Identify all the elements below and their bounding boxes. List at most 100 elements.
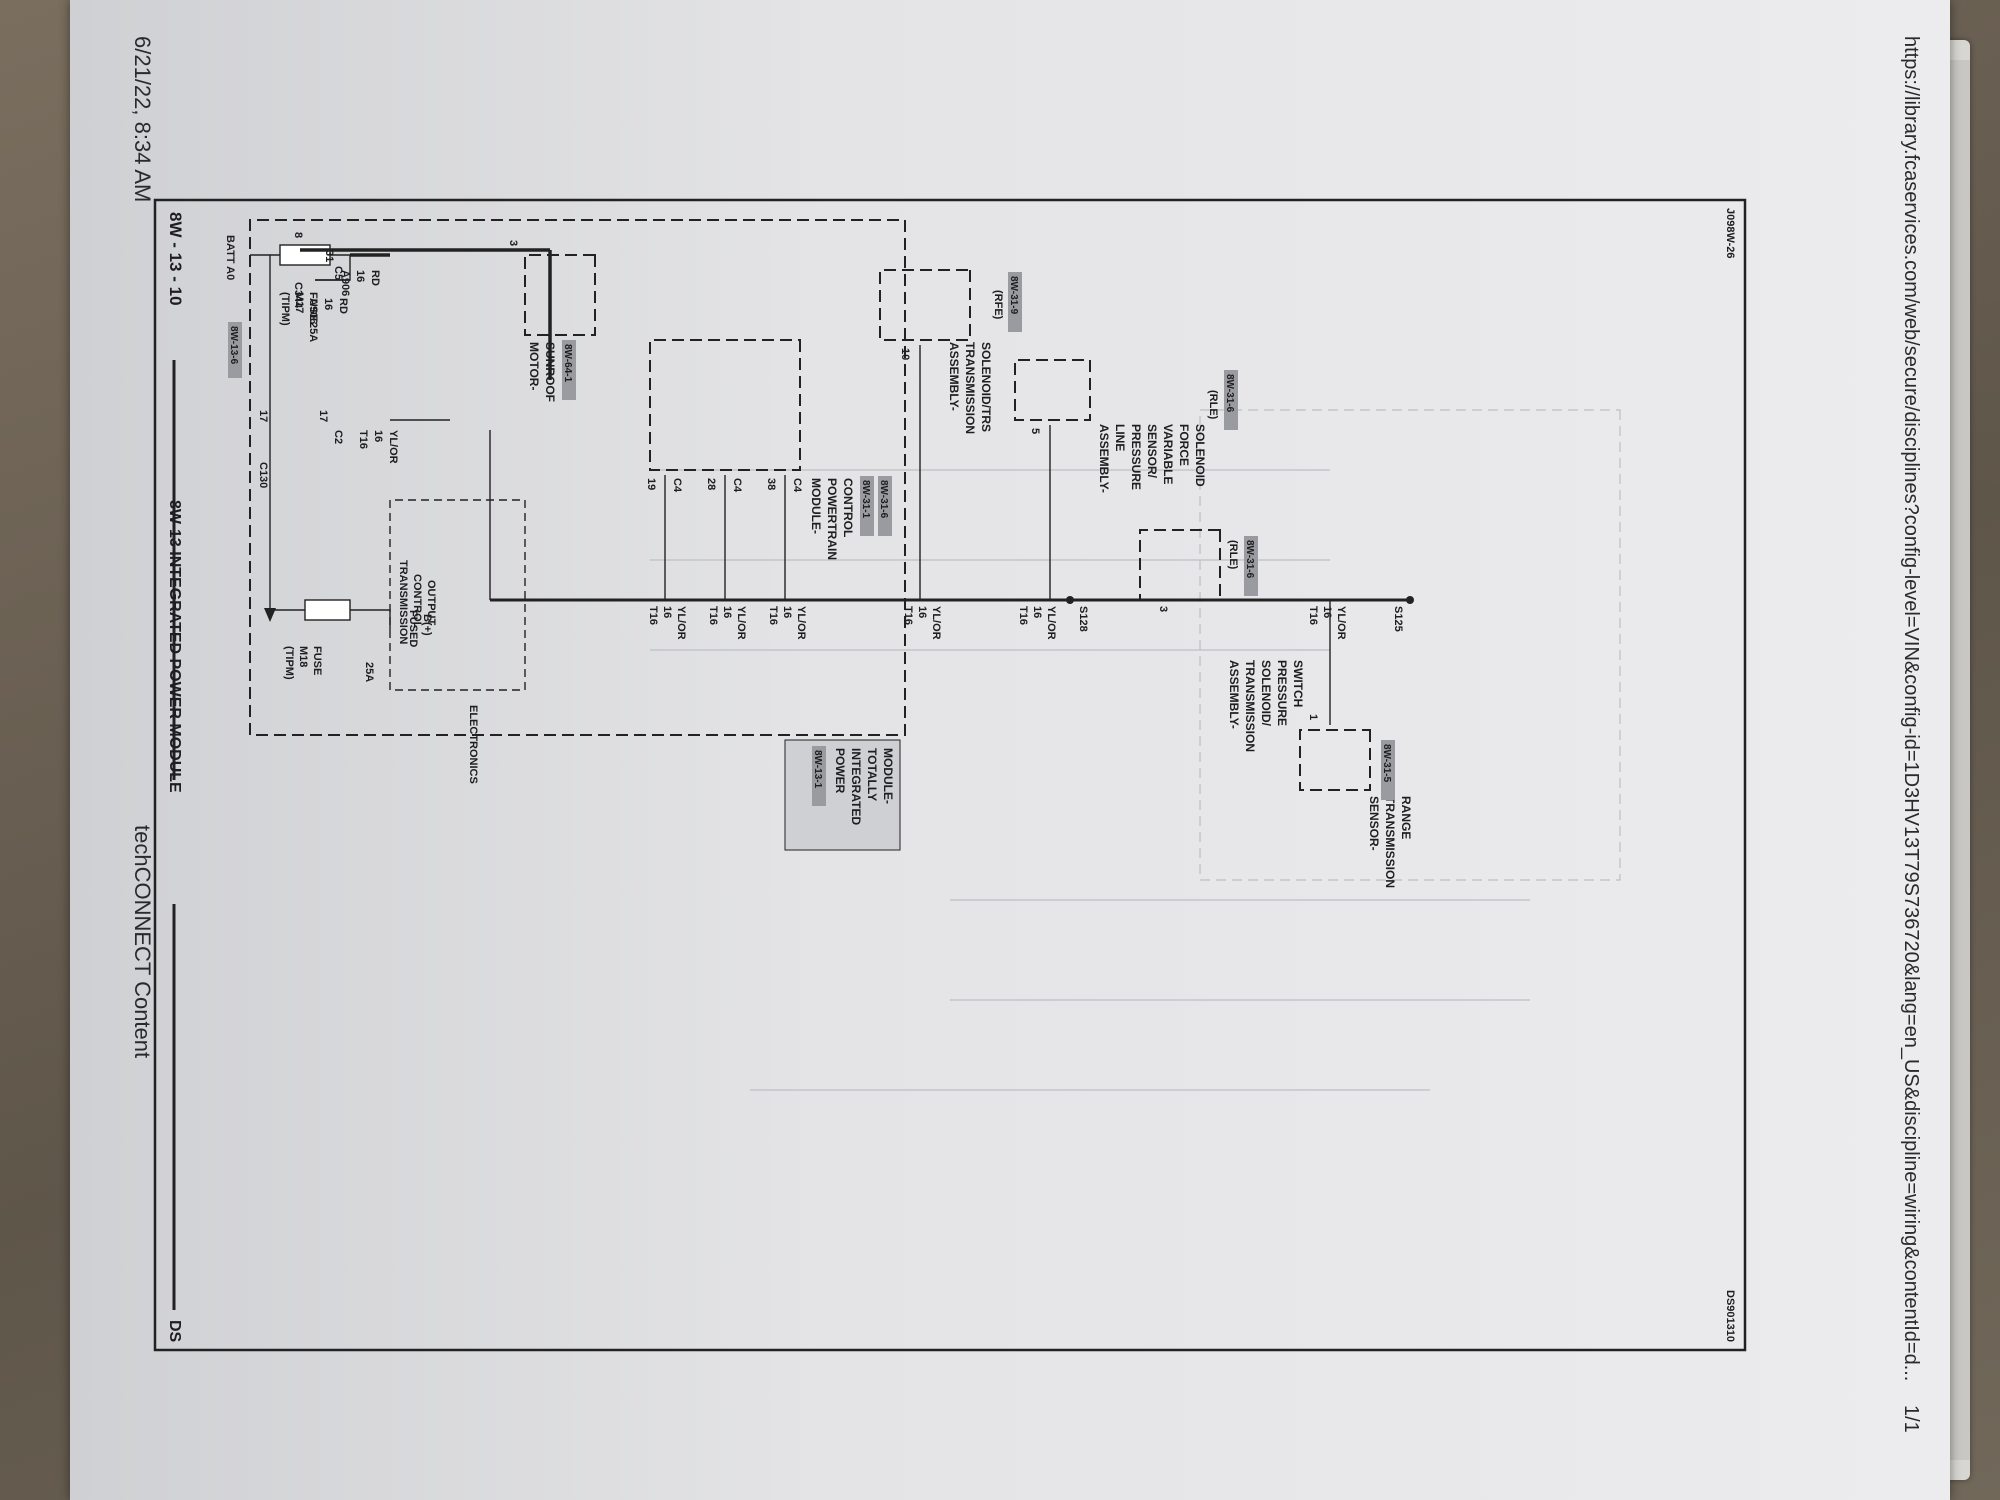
c2-pin: 17 [317,410,329,422]
c344-pin: 8 [292,232,304,238]
solenoid-trs-box [879,269,971,341]
trans-range-name-3: RANGE [1399,796,1413,839]
pressure-switch-variant: (RLE) [1227,540,1239,570]
t16-branch6-gauge: 16 [1321,606,1333,618]
t16-color-feed: YL/OR [387,430,399,464]
printed-page: 6/21/22, 8:34 AM techCONNECT Content htt… [70,0,1950,1500]
fuse-m17-rating: 25A [307,322,319,342]
solenoid-trs-name-1: ASSEMBLY- [947,342,961,411]
a906-name-1: A906 [339,270,351,296]
fuse-m18-rating: 25A [363,662,375,682]
pressure-switch-name-3: SOLENOID/ [1259,660,1273,727]
pressure-switch-name-5: SWITCH [1291,660,1305,707]
pcm-name-1: MODULE- [809,478,823,534]
t16-gauge-feed: 16 [372,430,384,442]
sunroof-ref: 8W-64-1 [562,344,573,383]
pressure-switch-box [1139,529,1221,601]
t16-branch4-name: T16 [902,606,914,625]
sunroof-name-1: MOTOR- [527,342,541,390]
sunroof-motor-box [524,254,596,336]
diagram-code-right: DS901310 [1724,1290,1736,1342]
pressure-switch-ref: 8W-31-6 [1244,540,1255,579]
batt-ref: 8W-13-6 [228,326,239,365]
line-pressure-box [1014,359,1091,421]
fuse-m17-line2: M17 [293,292,305,313]
a906-color-1: RD [369,270,381,286]
solenoid-trs-name-2: TRANSMISSION [963,342,977,434]
pcm-name-3: CONTROL [841,478,855,537]
pcm-ref-2: 8W-31-6 [878,480,889,519]
pressure-switch-name-4: PRESSURE [1275,660,1289,726]
t16-branch1-name: T16 [647,606,659,625]
t16-branch4-gauge: 16 [916,606,928,618]
a906-color-2: RD [337,298,349,314]
tipm-name-line4: POWER [833,748,847,794]
solenoid-trs-name-3: SOLENOID/TRS [979,342,993,432]
line-pressure-name-4: SENSOR/ [1145,424,1159,479]
sunroof-name-2: SUNROOF [543,342,557,402]
c5-pin: 31 [323,250,335,262]
tipm-ref: 8W-13-1 [812,750,823,789]
line-pressure-name-1: ASSEMBLY- [1097,424,1111,493]
tcu-output-line2: CONTROL [411,574,423,629]
solenoid-trs-pin: 10 [899,348,911,360]
sunroof-ref-box [562,340,576,400]
tipm-name-line2: TOTALLY [865,748,879,801]
pressure-switch-name-1: ASSEMBLY- [1227,660,1241,729]
t16-branch2-gauge: 16 [721,606,733,618]
line-pressure-name-6: FORCE [1177,424,1191,466]
t16-branch5-color: YL/OR [1045,606,1057,640]
c130-pin: 17 [257,410,269,422]
c2-label: C2 [332,430,344,444]
t16-branch2-name: T16 [707,606,719,625]
a906-gauge-1: 16 [354,270,366,282]
pcm-name-2: POWERTRAIN [825,478,839,560]
bleed-through-ghost [650,409,1621,1091]
diagram-code-left: J098W-26 [1724,208,1736,259]
line-pressure-name-5: VARIABLE [1161,424,1175,484]
t16-branch1-gauge: 16 [661,606,673,618]
pcm-pin19-num: 19 [645,478,657,490]
model-code: DS [166,1320,183,1343]
t16-branch1-color: YL/OR [675,606,687,640]
pressure-switch-name-2: TRANSMISSION [1243,660,1257,752]
pcm-pin28-num: 28 [705,478,717,490]
t16-branch5-name: T16 [1017,606,1029,625]
line-pressure-ref: 8W-31-6 [1224,374,1235,413]
fuse-m18-line2: M18 [297,646,309,667]
c344-label: C344 [292,282,304,309]
pressure-switch-ref-box [1244,536,1258,596]
solenoid-trs-ref: 8W-31-9 [1008,276,1019,315]
fuse-m17-line3: (TIPM) [279,292,291,326]
electronics-label: ELECTRONICS [467,705,479,784]
t16-branch3-name: T16 [767,606,779,625]
trans-range-ref: 8W-31-5 [1381,744,1392,783]
pcm-pin19-conn: C4 [671,478,683,493]
c130-label: C130 [257,462,269,488]
diagram-title: 8W-13 INTEGRATED POWER MODULE [166,500,183,793]
fused-b-line2: B(+) [421,614,433,636]
tipm-ref-box [812,746,826,806]
s125-label: S125 [1392,606,1404,632]
electronics-block [389,499,526,691]
tcu-output-line1: TRANSMISSION [397,560,409,644]
tipm-name-line1: MODULE- [881,748,895,804]
a906-gauge-2: 16 [322,298,334,310]
fuse-m18-icon [304,599,351,621]
batt-arrow [264,608,276,622]
line-pressure-ref-box [1224,370,1238,430]
t16-branch2-color: YL/OR [735,606,747,640]
solenoid-trs-variant: (RFE) [992,290,1004,320]
s128-label: S128 [1077,606,1089,632]
pcm-ref-1: 8W-31-1 [860,480,871,519]
line-pressure-name-7: SOLENOID [1193,424,1207,487]
pcm-pin38-num: 38 [765,478,777,490]
t16-branch3-color: YL/OR [795,606,807,640]
batt-feed-wire [250,254,271,610]
tipm-module-box [249,219,906,736]
line-pressure-name-2: LINE [1113,424,1127,451]
tipm-name-line3: INTEGRATED [849,748,863,825]
rotated-page-content: 6/21/22, 8:34 AM techCONNECT Content htt… [70,0,1950,1500]
line-pressure-variant: (RLE) [1207,390,1219,420]
